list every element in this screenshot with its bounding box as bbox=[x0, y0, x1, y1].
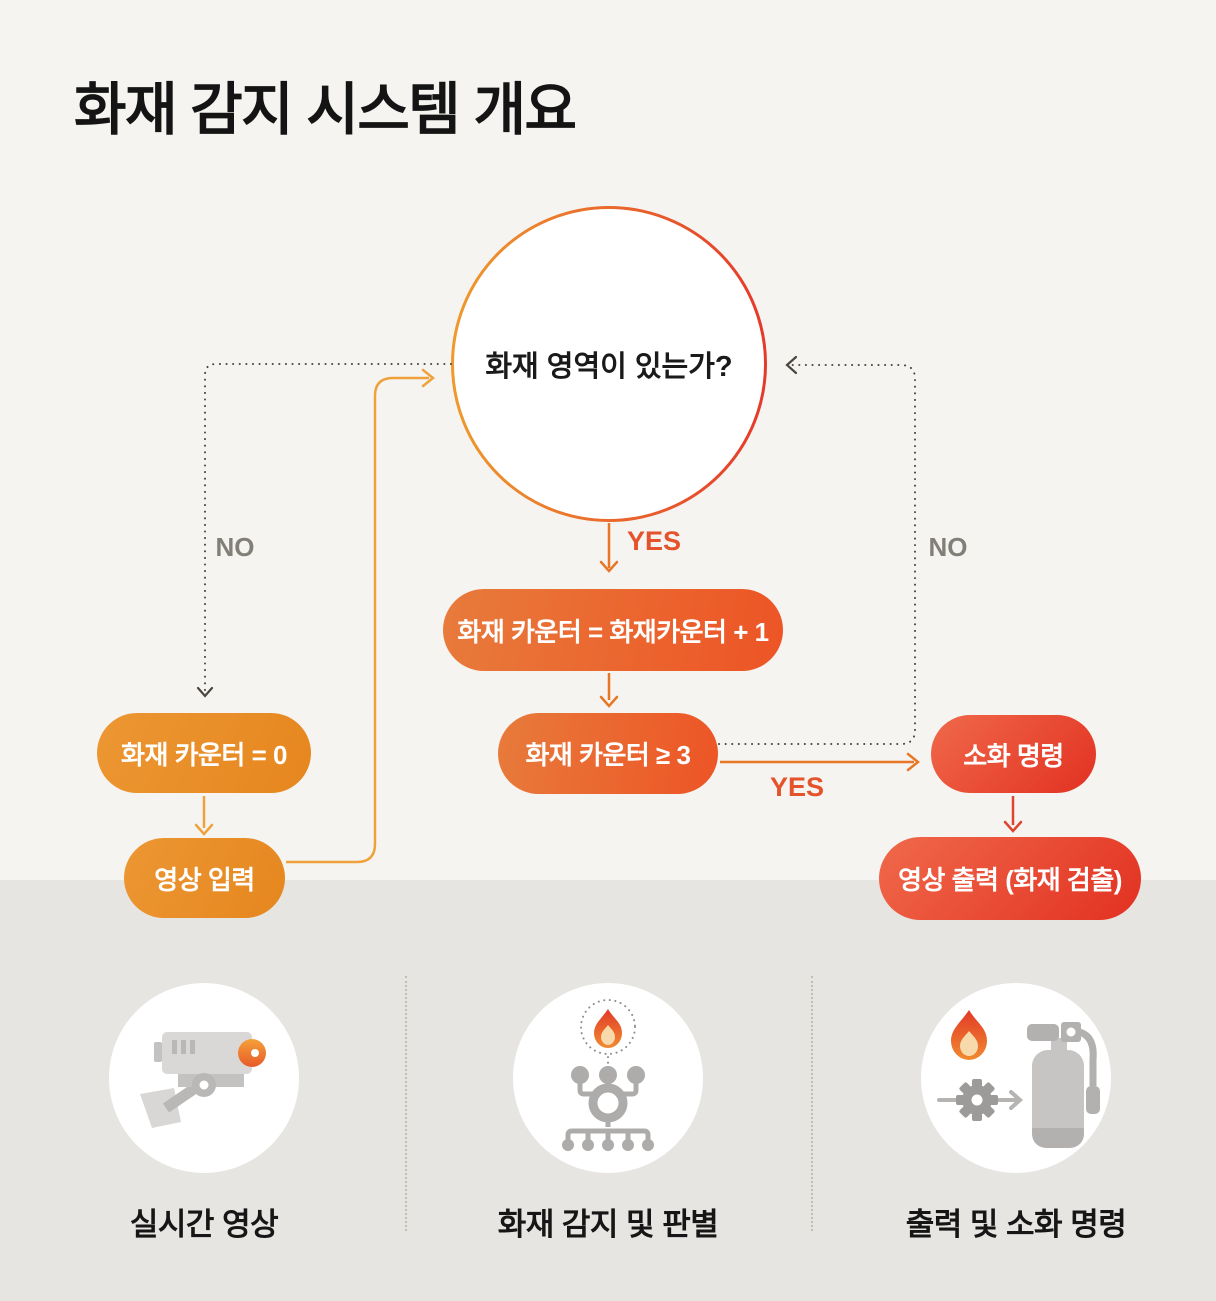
reset-videoinput-arrowhead bbox=[194, 823, 214, 836]
fire-detection-network-icon bbox=[562, 999, 654, 1151]
feature-label-extinguish-command: 출력 및 소화 명령 bbox=[905, 1207, 1127, 1242]
no-left-arrowhead bbox=[196, 686, 214, 698]
node-video-output: 영상 출력 (화재 검출) bbox=[879, 837, 1141, 920]
no-label-left: NO bbox=[215, 532, 255, 562]
feature-label-fire-detection: 화재 감지 및 판별 bbox=[497, 1207, 719, 1242]
node-video-input: 영상 입력 bbox=[124, 838, 285, 918]
section-separator-right bbox=[811, 976, 813, 1231]
feature-circle-realtime-video bbox=[109, 983, 299, 1173]
page-title: 화재 감지 시스템 개요 bbox=[74, 78, 577, 142]
node-fire-counter-threshold: 화재 카운터 ≥ 3 bbox=[498, 713, 718, 794]
yes-label-down: YES bbox=[627, 526, 682, 556]
yes-right-arrowhead bbox=[906, 752, 921, 772]
video-input-loop-path bbox=[286, 376, 429, 864]
increment-threshold-arrowhead bbox=[599, 695, 619, 708]
node-fire-counter-increment: 화재 카운터 = 화재카운터 + 1 bbox=[443, 589, 783, 671]
no-label-right: NO bbox=[928, 532, 968, 562]
yes-label-right: YES bbox=[769, 772, 825, 802]
video-input-loop-arrowhead bbox=[421, 368, 436, 388]
fire-extinguisher-command-icon bbox=[937, 1010, 1100, 1148]
feature-label-realtime-video: 실시간 영상 bbox=[129, 1207, 279, 1242]
yes-down-arrowhead bbox=[599, 560, 619, 573]
decision-node: 화재 영역이 있는가? bbox=[485, 351, 733, 383]
section-separator-left bbox=[405, 976, 407, 1231]
feature-circle-fire-detection bbox=[513, 983, 703, 1173]
no-left-dotted-path bbox=[204, 363, 452, 691]
no-right-arrowhead bbox=[785, 355, 798, 375]
feature-circle-extinguish-command bbox=[921, 983, 1111, 1173]
cctv-camera-icon bbox=[140, 1032, 266, 1128]
node-fire-counter-reset: 화재 카운터 = 0 bbox=[97, 713, 311, 793]
node-extinguish-command: 소화 명령 bbox=[931, 715, 1096, 793]
extinguish-output-arrowhead bbox=[1003, 820, 1023, 833]
